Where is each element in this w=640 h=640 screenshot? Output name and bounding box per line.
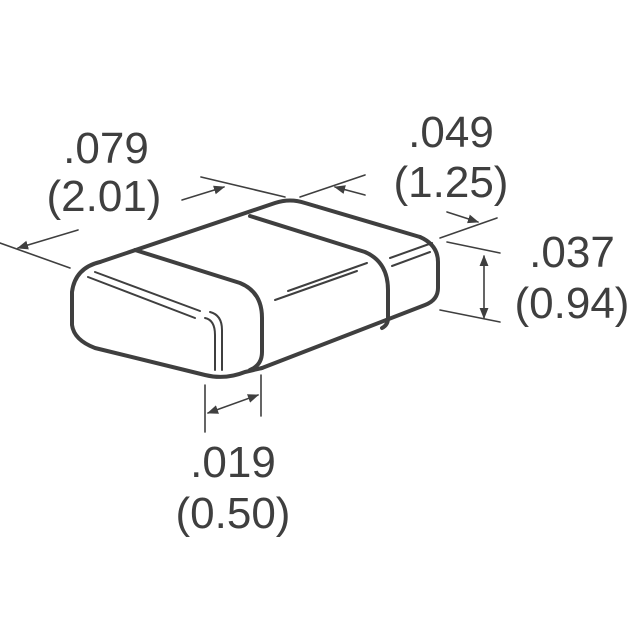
terminal-mm: (0.50): [176, 489, 291, 538]
length-dimension: [0, 176, 286, 269]
width-inches: .049: [408, 108, 494, 157]
width-dimension: [299, 174, 498, 239]
height-dimension: [439, 241, 501, 323]
height-inches: .037: [529, 228, 615, 277]
height-mm: (0.94): [515, 279, 630, 328]
terminal-dimension: [204, 374, 262, 433]
terminal-inches: .019: [190, 438, 276, 487]
length-mm: (2.01): [47, 172, 162, 221]
length-inches: .079: [63, 124, 149, 173]
chip-body: [70, 198, 440, 379]
width-mm: (1.25): [394, 158, 509, 207]
